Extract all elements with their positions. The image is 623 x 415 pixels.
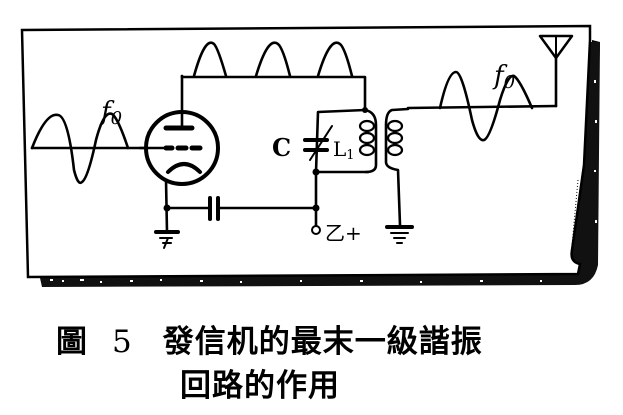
caption-text-2: 回路的作用: [180, 368, 340, 404]
input-sine-wave: [30, 112, 147, 185]
circuit-diagram: f0 f0 C L1 乙+: [20, 24, 600, 287]
tank-circuit: [165, 107, 410, 229]
supply-terminal: [311, 225, 321, 235]
bypass-capacitor: [208, 196, 220, 221]
capacitor-label: C: [272, 133, 291, 162]
antenna-icon: [538, 34, 574, 108]
output-sine-wave: [406, 70, 558, 142]
ground-icon: [385, 225, 414, 244]
figure-number: 5: [112, 324, 133, 360]
junction-dots: [163, 107, 368, 212]
figure-label: 圖: [56, 324, 88, 360]
inductor-label: L1: [333, 137, 355, 163]
figure-caption-line-2: 回路的作用: [180, 360, 340, 405]
caption-text-1: 發信机的最末一級諧振: [162, 324, 483, 360]
ground-icon: [154, 230, 180, 249]
anode-current-pulses: [180, 41, 367, 110]
supply-label: 乙+: [325, 221, 362, 245]
